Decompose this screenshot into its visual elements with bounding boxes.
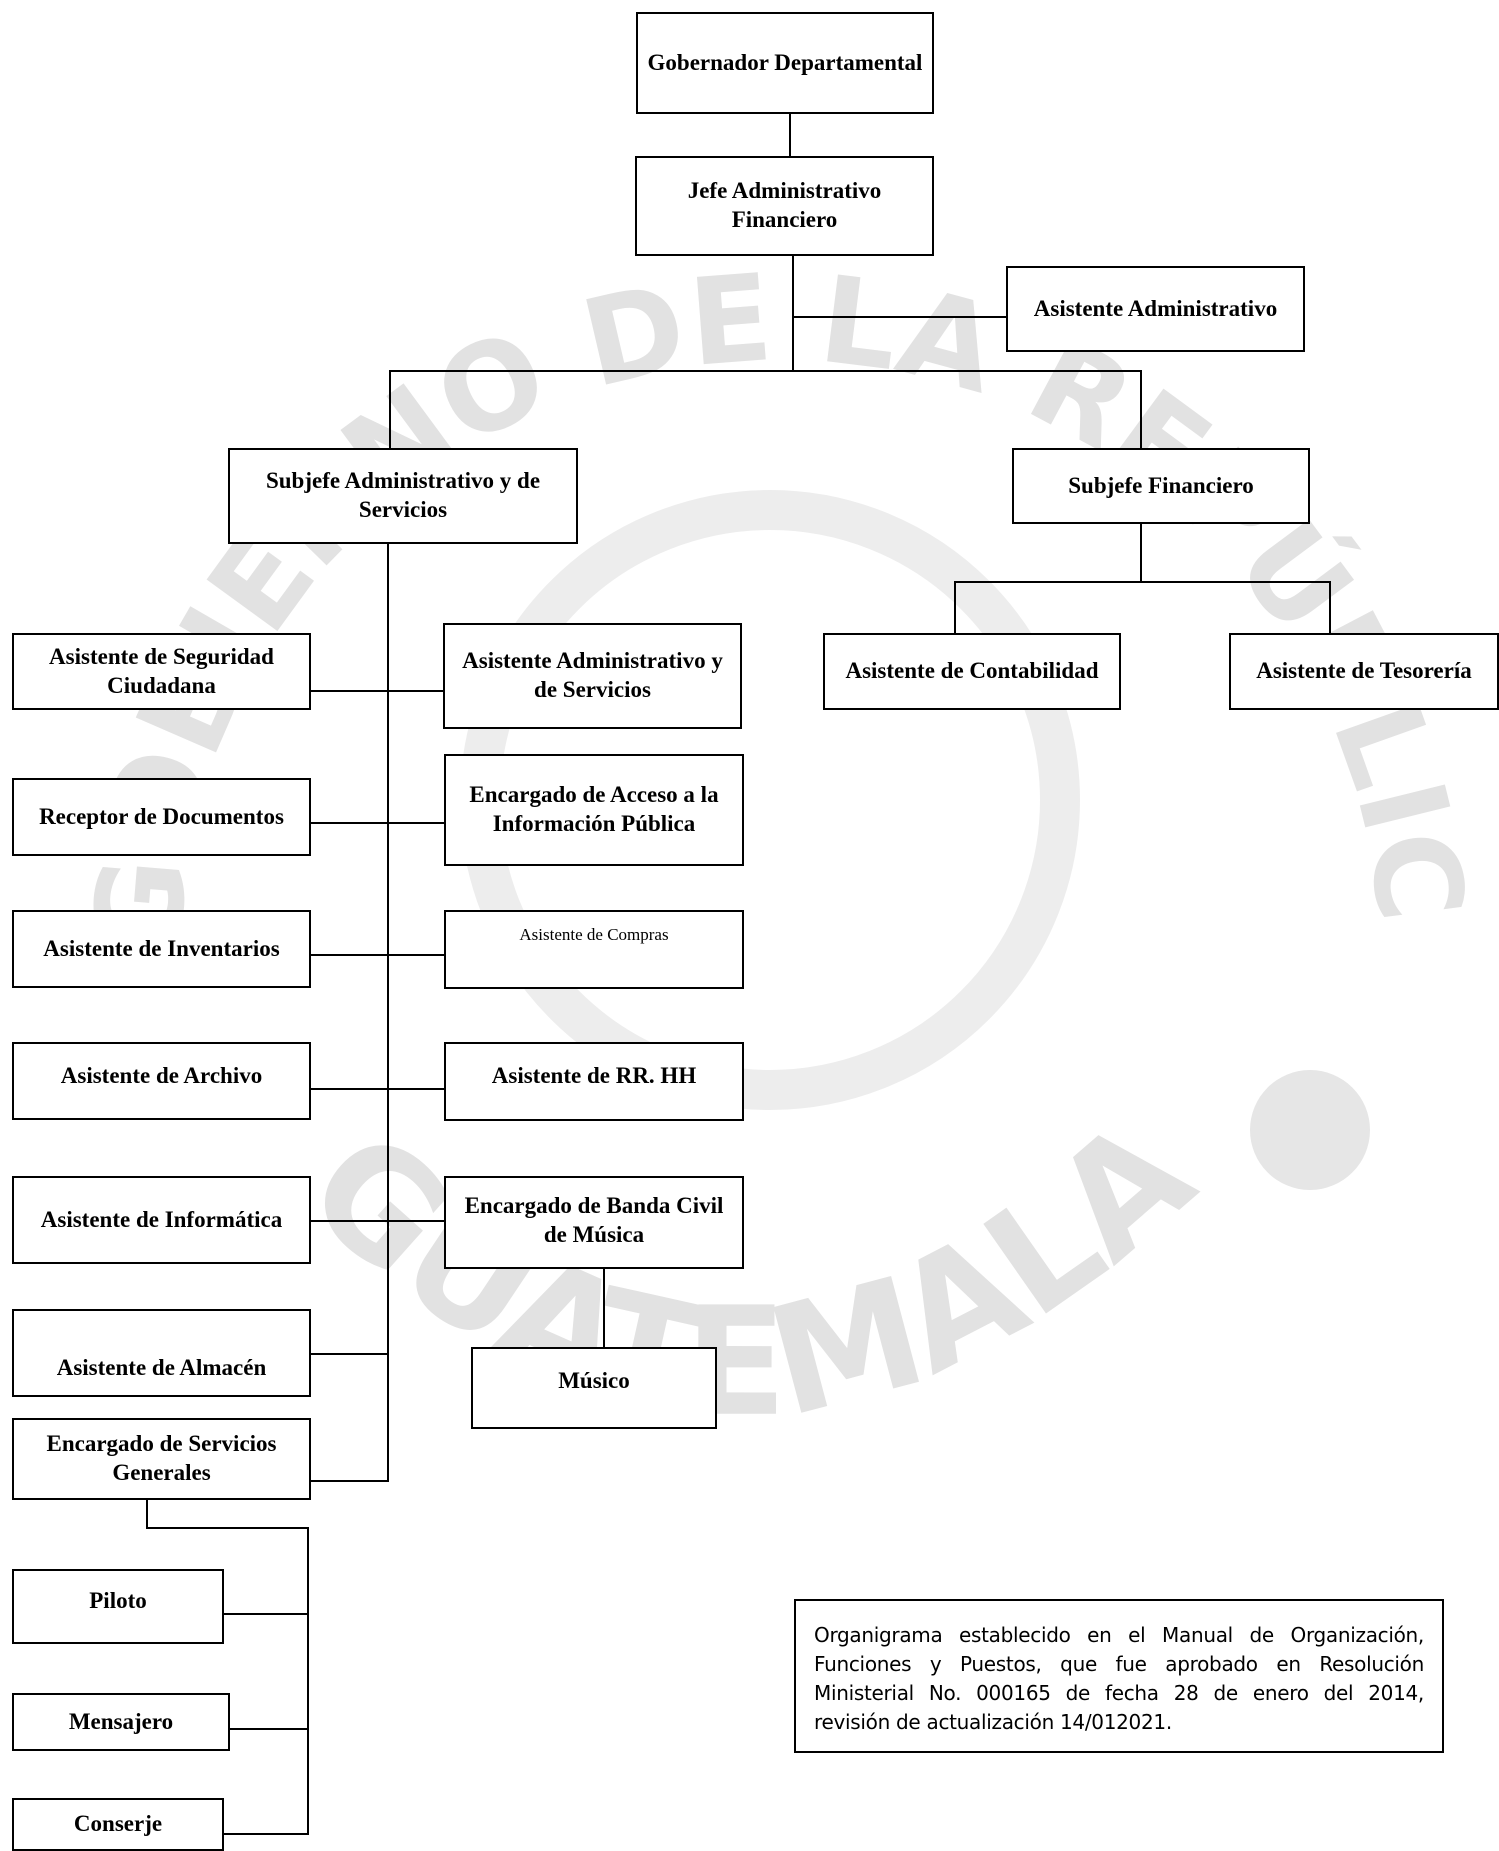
connector — [309, 690, 445, 692]
connector — [1329, 581, 1331, 633]
box-asistente-informatica: Asistente de Informática — [12, 1176, 311, 1264]
box-encargado-acceso-informacion: Encargado de Acceso a la Información Púb… — [444, 754, 744, 866]
box-subjefe-administrativo: Subjefe Administrativo y de Servicios — [228, 448, 578, 544]
box-encargado-banda: Encargado de Banda Civil de Música — [444, 1176, 744, 1269]
box-asistente-administrativo: Asistente Administrativo — [1006, 266, 1305, 352]
watermark-arc-bottom: GUATEMALA — [275, 1087, 1225, 1452]
box-mensajero: Mensajero — [12, 1693, 230, 1751]
connector — [792, 255, 794, 370]
label-conserje: Conserje — [73, 1811, 163, 1836]
connector — [309, 1220, 445, 1222]
connector — [146, 1527, 309, 1529]
label-encargado-acceso-informacion: Encargado de Acceso a la Información Púb… — [469, 782, 719, 836]
box-asistente-seguridad: Asistente de Seguridad Ciudadana — [12, 633, 311, 710]
connector — [309, 822, 445, 824]
connector — [389, 370, 1142, 372]
connector — [222, 1613, 309, 1615]
connector — [793, 316, 1007, 318]
box-asistente-tesoreria: Asistente de Tesorería — [1229, 633, 1499, 710]
connector — [222, 1833, 309, 1835]
connector — [954, 581, 956, 633]
box-conserje: Conserje — [12, 1798, 224, 1851]
label-asistente-rrhh: Asistente de RR. HH — [491, 1063, 697, 1088]
box-musico: Músico — [471, 1347, 717, 1429]
note-box: Organigrama establecido en el Manual de … — [794, 1599, 1444, 1753]
box-jefe-administrativo-financiero: Jefe Administrativo Financiero — [635, 156, 934, 256]
label-asistente-inventarios: Asistente de Inventarios — [43, 935, 280, 961]
connector — [603, 1269, 605, 1347]
box-receptor-documentos: Receptor de Documentos — [12, 778, 311, 856]
label-jefe-administrativo-financiero: Jefe Administrativo Financiero — [687, 178, 882, 232]
connector — [389, 370, 391, 448]
box-asistente-rrhh: Asistente de RR. HH — [444, 1042, 744, 1121]
label-encargado-servicios-generales: Encargado de Servicios Generales — [46, 1431, 277, 1485]
label-asistente-tesoreria: Asistente de Tesorería — [1256, 658, 1472, 684]
box-asistente-compras: Asistente de Compras — [444, 910, 744, 989]
label-asistente-informatica: Asistente de Informática — [40, 1206, 283, 1232]
label-mensajero: Mensajero — [68, 1708, 174, 1734]
connector — [309, 1088, 445, 1090]
connector — [309, 1480, 389, 1482]
box-asistente-contabilidad: Asistente de Contabilidad — [823, 633, 1121, 710]
label-subjefe-administrativo: Subjefe Administrativo y de Servicios — [265, 468, 541, 522]
connector — [387, 543, 389, 1482]
label-piloto: Piloto — [89, 1588, 147, 1613]
connector — [309, 954, 445, 956]
label-asistente-contabilidad: Asistente de Contabilidad — [845, 658, 1099, 684]
connector — [1140, 524, 1142, 582]
box-asistente-archivo: Asistente de Archivo — [12, 1042, 311, 1120]
label-asistente-compras: Asistente de Compras — [519, 925, 669, 944]
label-subjefe-financiero: Subjefe Financiero — [1068, 472, 1254, 498]
box-asistente-inventarios: Asistente de Inventarios — [12, 910, 311, 988]
label-asistente-seguridad: Asistente de Seguridad Ciudadana — [49, 643, 274, 698]
label-asistente-administrativo: Asistente Administrativo — [1033, 295, 1278, 321]
label-receptor-documentos: Receptor de Documentos — [39, 803, 284, 829]
label-gobernador: Gobernador Departamental — [647, 49, 923, 75]
connector — [228, 1728, 309, 1730]
box-asistente-admin-servicios: Asistente Administrativo y de Servicios — [443, 623, 742, 729]
box-asistente-almacen: Asistente de Almacén — [12, 1309, 311, 1397]
box-gobernador: Gobernador Departamental — [636, 12, 934, 114]
label-asistente-admin-servicios: Asistente Administrativo y de Servicios — [462, 648, 723, 702]
connector — [1140, 370, 1142, 448]
label-asistente-almacen: Asistente de Almacén — [56, 1355, 267, 1381]
box-encargado-servicios-generales: Encargado de Servicios Generales — [12, 1418, 311, 1500]
connector — [309, 1353, 389, 1355]
label-encargado-banda: Encargado de Banda Civil de Música — [464, 1193, 724, 1247]
label-asistente-archivo: Asistente de Archivo — [60, 1063, 263, 1088]
note-text: Organigrama establecido en el Manual de … — [814, 1623, 1424, 1734]
label-musico: Músico — [558, 1368, 630, 1393]
connector — [954, 581, 1331, 583]
connector — [146, 1499, 148, 1529]
box-subjefe-financiero: Subjefe Financiero — [1012, 448, 1310, 524]
connector — [789, 113, 791, 156]
box-piloto: Piloto — [12, 1569, 224, 1644]
connector — [307, 1527, 309, 1835]
